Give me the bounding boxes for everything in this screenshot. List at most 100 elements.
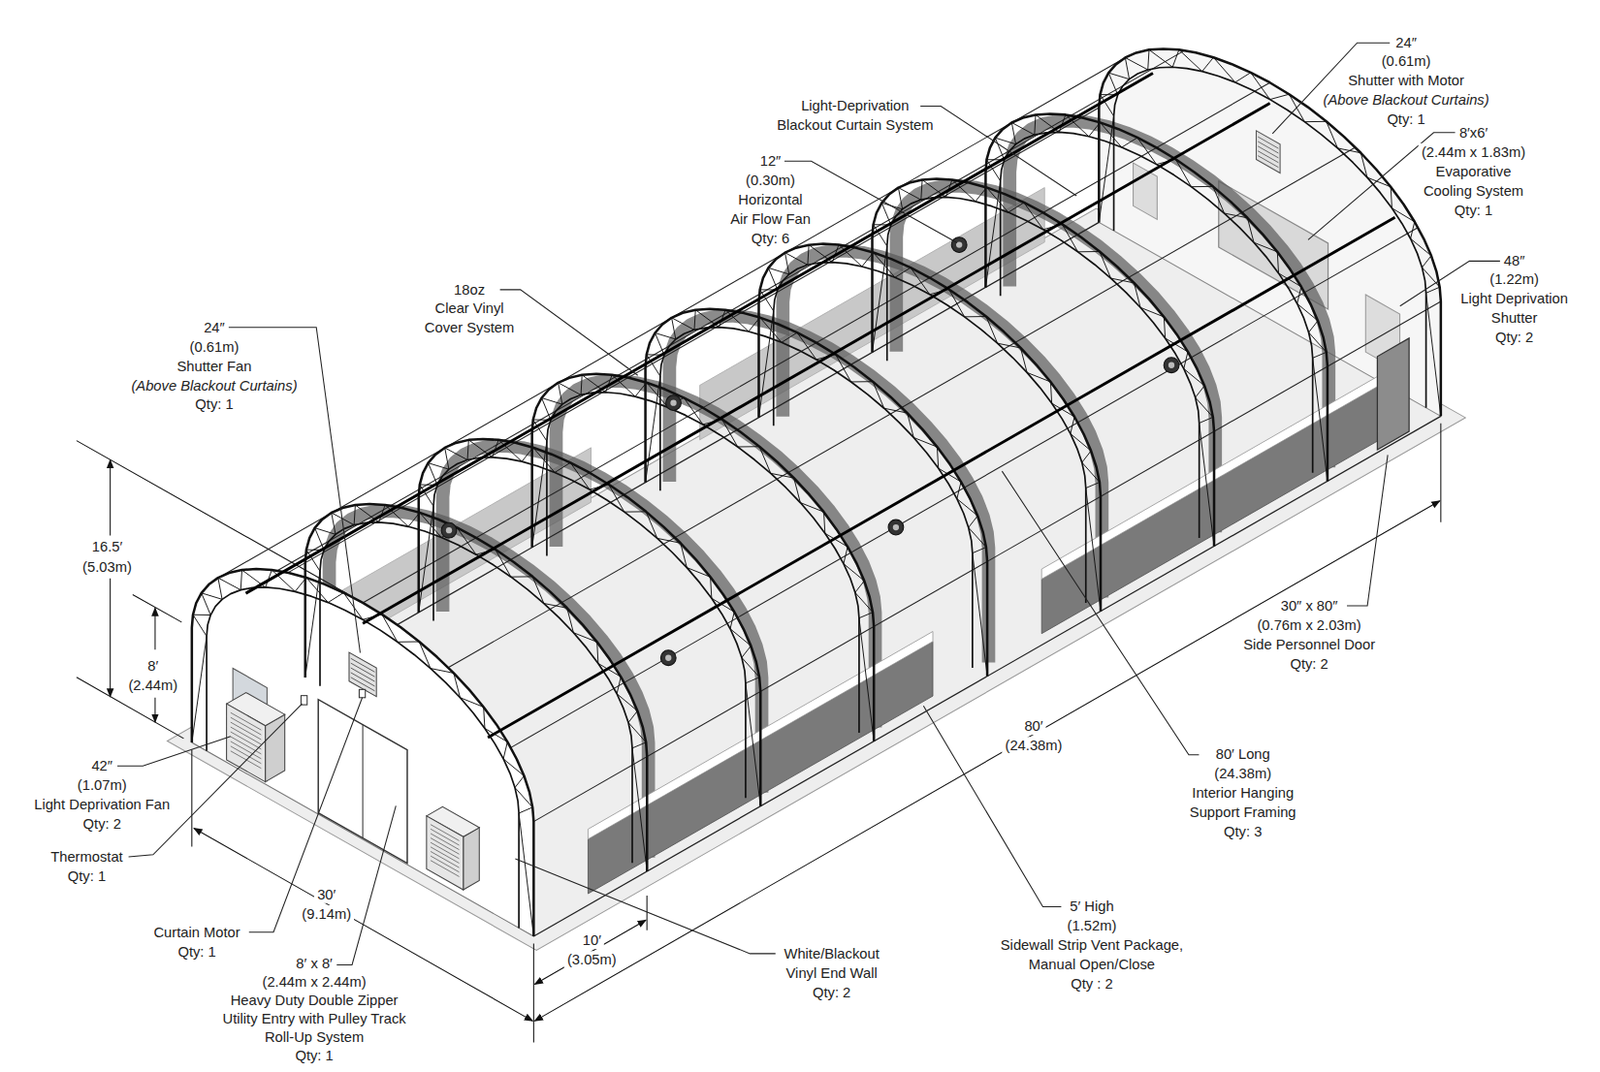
motor-shutter [1255,130,1280,174]
callout-label: Heavy Duty Double Zipper [227,992,402,1010]
dimension-label: 30′ [314,886,339,904]
callout-label: Utility Entry with Pulley Track [219,1010,409,1028]
callout-label: Qty: 2 [1286,655,1332,673]
fan-slat [430,851,459,868]
callout-label: Qty: 1 [291,1047,337,1065]
dimension-label: (2.44m) [125,676,181,695]
callout-label: Qty: 6 [748,229,794,248]
fan-slat [430,825,459,842]
shutter-slat [1257,146,1279,159]
dimension-line [534,501,1440,1023]
shutter-slat [1257,141,1279,154]
air-flow-fan [951,237,967,254]
callout-label: Roll-Up System [261,1028,368,1047]
extension-line [76,677,184,739]
dimension-line [534,920,646,985]
shutter-slat [1257,156,1279,168]
callout-label: (0.76m x 2.03m) [1253,616,1365,635]
callout-label: 24″ [1392,33,1420,52]
curtain-motor [358,689,365,698]
dimension-line [109,578,111,698]
leader-line [783,160,958,243]
leader-line [117,736,231,768]
fan-hub [665,655,672,662]
callout-label: (24.38m) [1211,766,1275,784]
leader-line [1346,454,1388,607]
callout-label: Cover System [421,319,518,337]
callout-label: Interior Hanging [1188,785,1297,803]
fan-slat [230,717,262,736]
callout-label: Shutter with Motor [1344,71,1468,90]
callout-label: White/Blackout [780,945,883,963]
dimension-label: (24.38m) [1001,736,1065,755]
purlin-line [533,301,1440,823]
leader-line [920,105,1077,196]
fan-slat [430,856,459,873]
dimension-label: 10′ [579,931,605,950]
callout-label: 8′x6′ [1456,124,1492,142]
callout-label: (1.22m) [1486,270,1542,288]
truss-arch [192,569,535,937]
fan-slat [230,727,262,745]
leader-line [923,705,1061,907]
callout-label: Shutter Fan [173,357,255,376]
callout-label: Shutter [1488,309,1541,327]
shutter-slat [1257,136,1279,149]
utility-entry-door [318,700,408,864]
callout-label: Qty: 1 [1383,110,1429,128]
air-flow-fan [441,522,457,539]
callout-label: Side Personnel Door [1240,636,1378,654]
truss-arch [660,327,973,669]
truss-arch [773,262,1087,604]
callout-label: Cooling System [1420,182,1527,200]
fan-slat [230,736,262,755]
dimension-label: 16.5′ [89,538,127,556]
fan-slat [430,847,459,864]
truss-arch [887,196,1200,538]
callout-label: (0.61m) [186,338,242,356]
callout-label: 80′ Long [1213,746,1274,765]
support-framing [362,103,1270,625]
air-flow-fan [666,395,682,412]
callout-label: Qty : 2 [1067,976,1117,994]
side-personnel-door [1376,338,1409,450]
callout-label: Clear Vinyl [431,299,507,318]
extension-line [1440,423,1441,523]
callout-label: (1.07m) [74,776,130,795]
callout-label: 5′ High [1066,898,1118,917]
truss-lattice [192,570,535,937]
fan-hub [1168,362,1175,369]
callout-label: Support Framing [1186,804,1300,823]
callout-label: (1.52m) [1063,918,1120,936]
callout-label: (2.44m x 1.83m) [1418,143,1530,161]
callout-label: Light Deprivation [1457,289,1571,308]
callout-label: (Above Blackout Curtains) [128,377,300,395]
callout-label: Evaporative [1432,162,1514,181]
shutter-slat [1257,151,1279,163]
dimension-label: (9.14m) [298,905,354,924]
fan-slat [430,833,459,851]
fan-hub [446,527,452,534]
support-framing [245,72,1152,594]
leader-line [128,704,303,858]
extension-line [132,594,183,622]
fan-slat [230,751,262,769]
callout-label: Qty: 3 [1220,824,1266,842]
fan-hub [670,400,676,407]
callout-label: (Above Blackout Curtains) [1319,91,1492,109]
callout-label: Sidewall Strip Vent Package, [997,937,1187,956]
extension-line [533,943,535,1043]
leader-line [336,805,396,965]
fan-slat [230,712,262,731]
fan-box [463,828,480,891]
callout-label: Qty: 2 [809,984,855,1002]
purlin-line [511,227,1418,749]
callout-label: Qty: 1 [192,396,237,415]
truss-arch [206,587,519,928]
truss-arch [1114,66,1427,408]
dimension-label: 80′ [1021,717,1046,736]
fan-slat [430,842,459,860]
